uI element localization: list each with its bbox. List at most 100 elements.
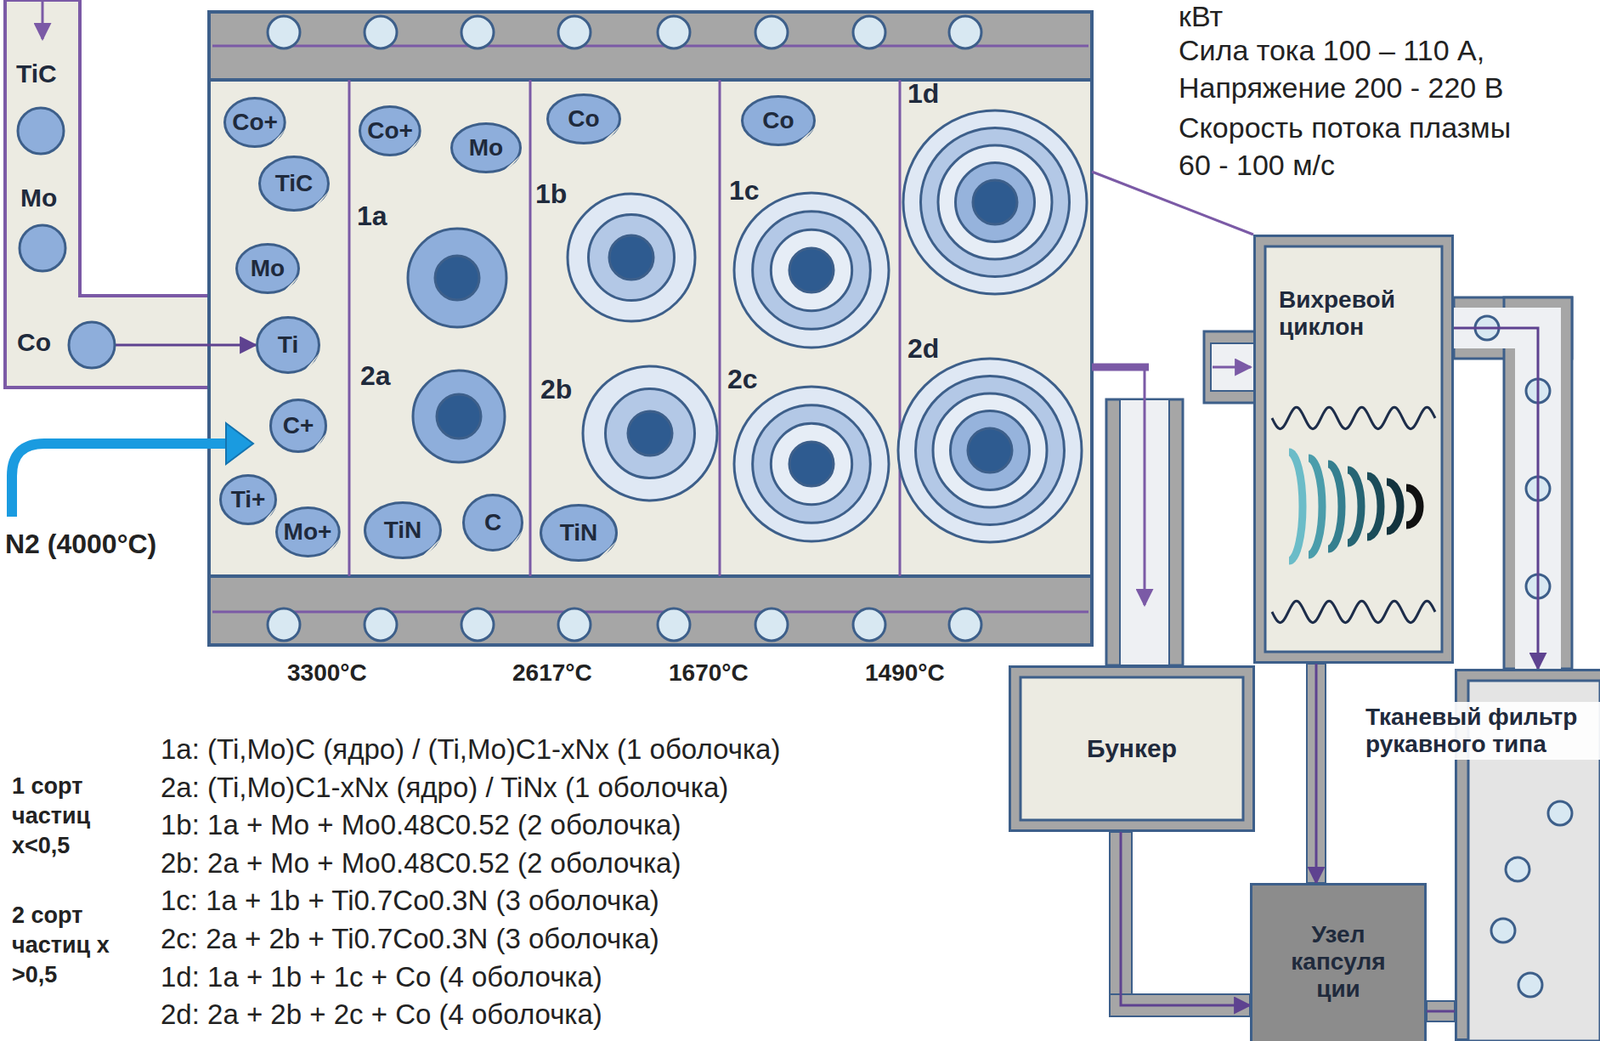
composition-note: 1c: 1a + 1b + Ti0.7Co0.3N (3 оболочка) — [160, 884, 660, 917]
vortex-spiral — [1289, 452, 1303, 561]
particle-grade: 1 сорт частиц x<0,5 — [11, 771, 119, 861]
core-shell-particle: 2b — [540, 366, 718, 501]
particle-shell — [567, 193, 696, 322]
node-label: Бункер — [1008, 734, 1256, 764]
nitrogen-arrow-head — [226, 423, 254, 464]
reactor-wall — [209, 11, 1092, 80]
node-label: Co+ — [367, 117, 413, 145]
particle-body — [271, 400, 327, 453]
feed-arrow — [41, 0, 45, 40]
cooling-channel — [949, 16, 982, 49]
plasma-particle: Mo+ — [275, 506, 341, 558]
flow-connector — [1120, 831, 1250, 1006]
vortex-cyclone: Вихревой циклон — [1253, 234, 1454, 664]
node-outline — [903, 78, 1087, 294]
plasma-particle: Ti — [255, 316, 321, 374]
core-shell-particle: 2c — [727, 363, 889, 542]
node-label: 1d — [907, 78, 939, 110]
node-label: C — [484, 508, 502, 537]
particle-core — [609, 235, 654, 280]
node-label: TiN — [559, 519, 599, 547]
parameter-note: кВт — [1178, 0, 1223, 34]
composition-note: 1d: 1a + 1b + 1c + Co (4 оболочка) — [160, 961, 603, 994]
plasma-particle: C — [462, 493, 524, 552]
particle-core — [789, 248, 834, 293]
vortex-spiral — [1308, 457, 1323, 555]
vortex-spiral — [1347, 469, 1362, 543]
particle-shell — [932, 393, 1047, 508]
particle-body — [220, 475, 277, 525]
node-label: Co — [16, 327, 51, 358]
particle-body — [452, 124, 521, 173]
composition-note: 1a: (Ti,Mo)C (ядро) / (Ti,Mo)C1-xNx (1 о… — [160, 733, 781, 766]
powder-grain — [68, 322, 115, 368]
node-label: Mo — [250, 254, 285, 283]
node-label: C+ — [282, 412, 315, 440]
core-shell-particle: 2a — [360, 360, 505, 463]
flow-arrow — [1212, 366, 1251, 369]
particle-grade: 2 сорт частиц x >0,5 — [11, 900, 119, 990]
temperature-label: 2617°C — [512, 659, 593, 687]
particle-body — [225, 98, 286, 147]
node-label: 2d — [907, 333, 939, 365]
plasma-particle: Ti+ — [219, 474, 278, 526]
composition-note: 1b: 1a + Mo + Mo0.48C0.52 (2 оболочка) — [160, 808, 681, 842]
cyclone-chamber — [1265, 246, 1442, 652]
particle-shell — [588, 214, 675, 301]
particle-core — [627, 411, 673, 456]
cooling-channel — [949, 608, 982, 641]
powder-grain — [19, 225, 66, 272]
particle-shell — [582, 366, 718, 501]
feed-powder: Co — [16, 322, 115, 368]
cooling-channel — [853, 16, 886, 49]
node-label: Co — [567, 105, 600, 133]
flow-connector — [1426, 1010, 1455, 1013]
cooling-channel — [364, 608, 397, 641]
cooling-channel — [267, 16, 300, 49]
particle-shell — [915, 376, 1065, 526]
particle-core — [436, 394, 481, 439]
cooling-channel — [755, 608, 788, 641]
node-label: Вихревой циклон — [1278, 286, 1441, 341]
particle-shell — [407, 228, 507, 328]
flow-arrow — [1143, 367, 1147, 605]
powder-grain — [17, 107, 64, 154]
particle-notch — [504, 528, 524, 552]
core-shell-particle: 1a — [356, 200, 507, 328]
particle-notch — [599, 124, 622, 146]
particle-core — [435, 255, 480, 300]
particle-notch — [793, 126, 817, 147]
particle-shell — [903, 110, 1087, 294]
vortex-spiral — [1367, 475, 1381, 538]
composition-note: 2d: 2a + 2b + 2c + Co (4 оболочка) — [160, 998, 603, 1031]
particle-shell — [950, 411, 1030, 491]
particle-shell — [605, 389, 696, 479]
temperature-label: 1670°C — [668, 659, 749, 687]
feeder-tube — [5, 0, 210, 388]
composition-note: 2a: (Ti,Mo)C1-xNx (ядро) / TiNx (1 оболо… — [160, 771, 729, 804]
zone-divider — [718, 79, 722, 577]
particle-body — [360, 107, 421, 156]
flow-connector — [1315, 663, 1318, 883]
parameter-note: Скорость потока плазмы 60 - 100 м/с — [1178, 108, 1536, 184]
plasma-particle: Co+ — [223, 96, 287, 148]
nitrogen-arrow — [11, 443, 232, 517]
cooling-channel — [461, 608, 494, 641]
powder-particle — [1518, 972, 1543, 997]
plasma-particle: Mo — [450, 122, 522, 174]
plasma-particle: Co — [740, 95, 816, 147]
particle-shell — [770, 229, 852, 311]
cooling-channel — [558, 16, 591, 49]
particle-shell — [921, 128, 1070, 278]
cooling-channel — [657, 608, 690, 641]
node-label: Co+ — [231, 108, 278, 136]
composition-note: 2c: 2a + 2b + Ti0.7Co0.3N (3 оболочка) — [160, 922, 660, 956]
temperature-label: 1490°C — [865, 659, 945, 687]
particle-shell — [734, 192, 889, 348]
parameter-note: Сила тока 100 – 110 А, — [1178, 33, 1485, 68]
particle-core — [972, 180, 1018, 225]
plasma-particle: Mo — [235, 243, 300, 294]
